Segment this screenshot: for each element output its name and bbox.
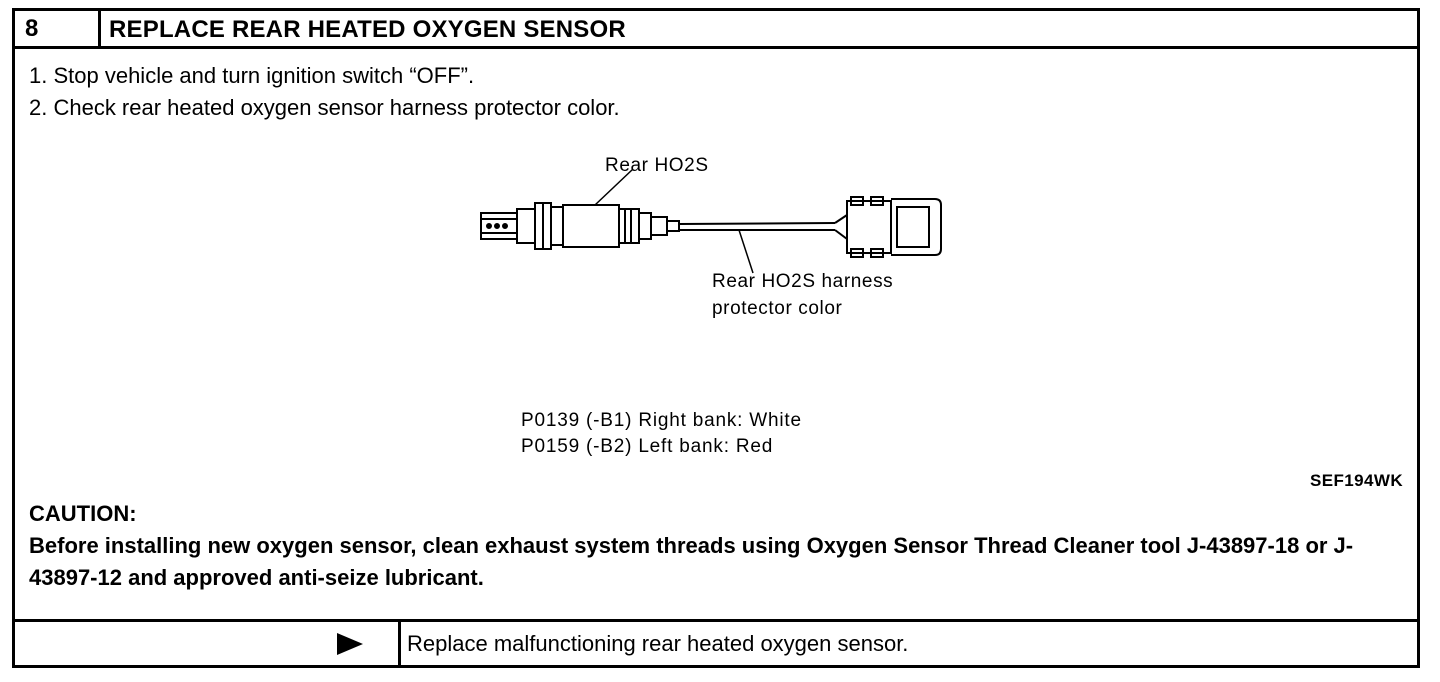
harness-connector bbox=[846, 200, 892, 254]
right-triangle-icon bbox=[337, 633, 363, 655]
figure-id: SEF194WK bbox=[1310, 471, 1403, 490]
sensor-label: Rear HO2S bbox=[605, 155, 709, 176]
step-number: 8 bbox=[15, 11, 101, 46]
step-title: REPLACE REAR HEATED OXYGEN SENSOR bbox=[109, 16, 626, 43]
result-text: Replace malfunctioning rear heated oxyge… bbox=[407, 631, 909, 656]
harness-leader-line bbox=[738, 229, 754, 274]
code-left-bank: P0159 (-B2) Left bank: Red bbox=[521, 436, 774, 457]
step-header: 8 REPLACE REAR HEATED OXYGEN SENSOR bbox=[15, 11, 1417, 49]
procedure-step-table: 8 REPLACE REAR HEATED OXYGEN SENSOR 1. S… bbox=[12, 8, 1420, 668]
instruction-step-2: 2. Check rear heated oxygen sensor harne… bbox=[29, 95, 620, 120]
instruction-step-1: 1. Stop vehicle and turn ignition switch… bbox=[29, 63, 475, 88]
caution-title: CAUTION: bbox=[29, 501, 137, 526]
harness-label-line-1: Rear HO2S harness bbox=[712, 271, 894, 292]
arrow-cell bbox=[15, 622, 401, 665]
caution-text: Before installing new oxygen sensor, cle… bbox=[29, 533, 1354, 590]
sensor-leader-line bbox=[594, 168, 634, 206]
code-right-bank: P0139 (-B1) Right bank: White bbox=[521, 410, 802, 431]
harness-label-line-2: protector color bbox=[712, 298, 843, 319]
oxygen-sensor-diagram bbox=[480, 168, 942, 274]
result-row: Replace malfunctioning rear heated oxyge… bbox=[15, 619, 1417, 665]
sensor-body bbox=[562, 204, 620, 248]
